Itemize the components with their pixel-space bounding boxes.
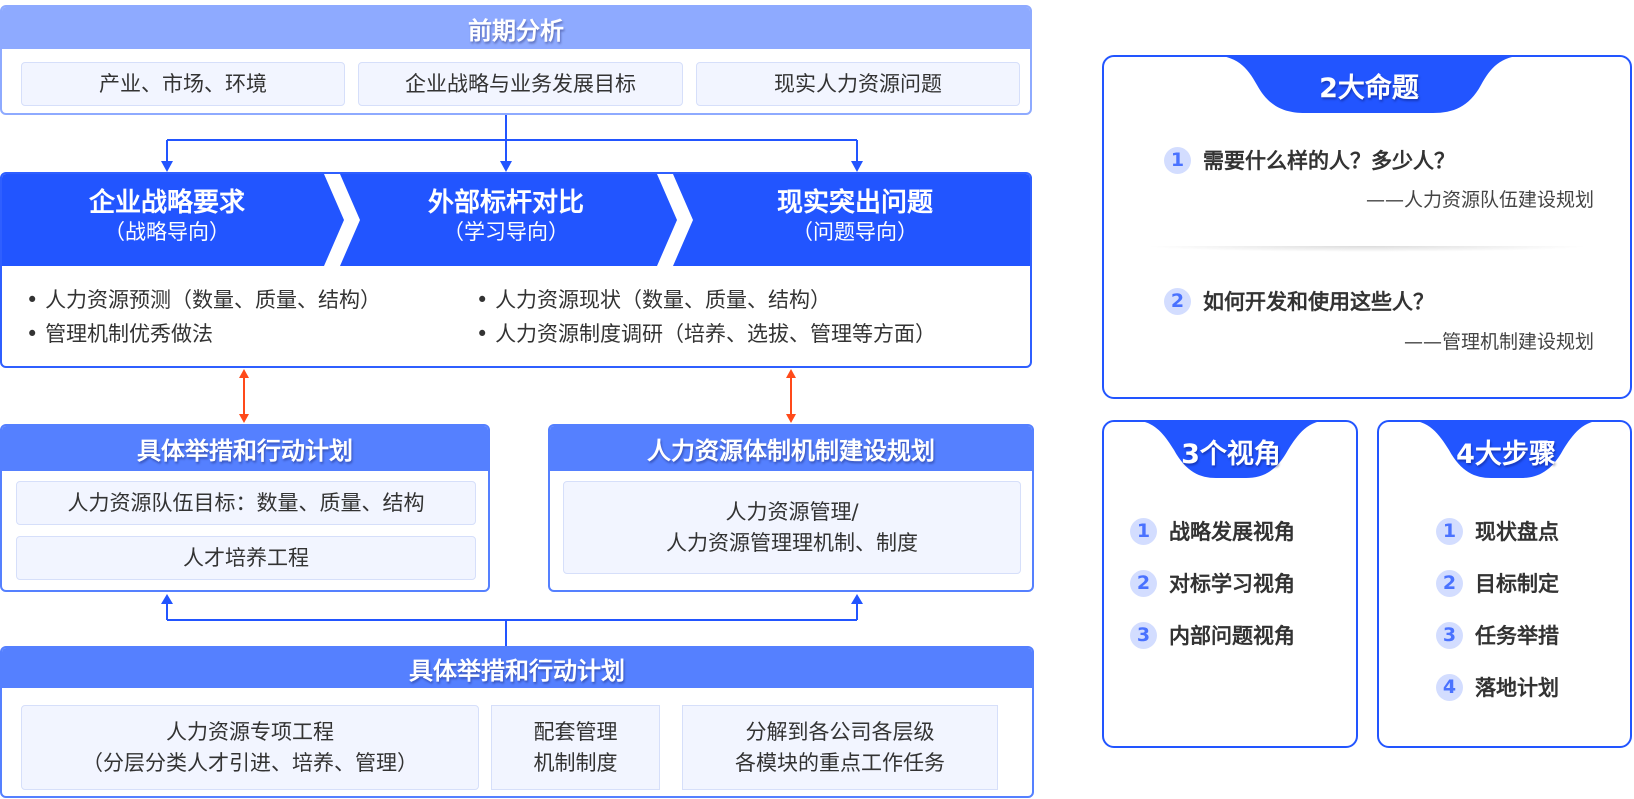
number-badge: 2: [1436, 569, 1463, 597]
bullet-item: • 人力资源预测（数量、质量、结构）: [26, 288, 382, 312]
proposition-text: 需要什么样的人？多少人？: [1203, 149, 1455, 173]
bullet-item: • 人力资源制度调研（培养、选拔、管理等方面）: [476, 322, 937, 346]
bottom-action-box: 具体举措和行动计划 人力资源专项工程（分层分类人才引进、培养、管理） 配套管理机…: [0, 646, 1034, 798]
orientation-subtitle: （问题导向）: [792, 220, 918, 244]
chevron-separators: [324, 174, 693, 266]
proposition-note: ——管理机制建设规划: [1403, 331, 1594, 353]
analysis-header: 前期分析: [2, 7, 1030, 49]
action-plan-title: 具体举措和行动计划: [137, 437, 353, 465]
number-badge: 3: [1436, 621, 1463, 649]
analysis-item: 现实人力资源问题: [696, 62, 1020, 106]
action-plan-header: 具体举措和行动计划: [2, 426, 488, 471]
bottom-action-header: 具体举措和行动计划: [2, 648, 1032, 688]
mechanism-title: 人力资源体制机制建设规划: [647, 437, 935, 465]
analysis-item: 企业战略与业务发展目标: [358, 62, 683, 106]
number-badge: 2: [1164, 287, 1191, 315]
number-badge: 1: [1130, 517, 1157, 545]
propositions-tab: [1209, 55, 1529, 113]
analysis-item-label: 企业战略与业务发展目标: [405, 71, 636, 96]
number-badge: 1: [1436, 517, 1463, 545]
top-connector-arrows: [161, 115, 863, 172]
orientation-subtitle: （战略导向）: [104, 220, 230, 244]
action-plan-item-label: 人力资源队伍目标：数量、质量、结构: [67, 490, 425, 515]
number-badge: 1: [1164, 146, 1191, 174]
orientation-subtitle: （学习导向）: [443, 220, 569, 244]
red-double-arrows: [239, 369, 796, 423]
number-badge: 2: [1130, 569, 1157, 597]
number-badge: 4: [1436, 673, 1463, 701]
steps-tab: [1407, 420, 1605, 478]
analysis-box: 前期分析 产业、市场、环境 企业战略与业务发展目标 现实人力资源问题: [0, 5, 1032, 115]
proposition-text: 如何开发和使用这些人？: [1203, 290, 1434, 314]
orientation-title: 现实突出问题: [776, 188, 934, 218]
action-plan-item: 人力资源队伍目标：数量、质量、结构: [16, 481, 476, 525]
action-plan-item: 人才培养工程: [16, 536, 476, 580]
orientation-box: 企业战略要求 （战略导向） 外部标杆对比 （学习导向） 现实突出问题 （问题导向…: [0, 172, 1032, 368]
perspectives-title: 3个视角: [1181, 439, 1281, 470]
bullet-item: • 人力资源现状（数量、质量、结构）: [476, 288, 832, 312]
mechanism-box: 人力资源体制机制建设规划 人力资源管理/ 人力资源管理理机制、制度: [548, 424, 1034, 592]
steps-title: 4大步骤: [1456, 439, 1556, 470]
proposition-item: 1 需要什么样的人？多少人？: [1164, 145, 1455, 175]
propositions-title: 2大命题: [1319, 73, 1419, 104]
analysis-title: 前期分析: [468, 16, 564, 45]
mechanism-line: 人力资源管理/: [725, 500, 859, 525]
orientation-title: 企业战略要求: [88, 188, 246, 218]
bottom-connector-arrows: [161, 594, 863, 648]
proposition-item: 2 如何开发和使用这些人？: [1164, 286, 1434, 316]
proposition-note: ——人力资源队伍建设规划: [1365, 189, 1594, 211]
bottom-item: 人力资源专项工程（分层分类人才引进、培养、管理）: [21, 705, 479, 790]
bullet-item: • 管理机制优秀做法: [26, 322, 214, 346]
analysis-item: 产业、市场、环境: [21, 62, 345, 106]
bottom-item: 配套管理机制制度: [491, 705, 660, 790]
mechanism-header: 人力资源体制机制建设规划: [550, 426, 1032, 471]
mechanism-line: 人力资源管理理机制、制度: [666, 530, 918, 555]
bottom-item: 分解到各公司各层级各模块的重点工作任务: [682, 705, 998, 790]
orientation-title: 外部标杆对比: [427, 188, 585, 218]
analysis-item-label: 产业、市场、环境: [99, 71, 267, 96]
orientation-banner: [2, 174, 1030, 266]
divider: [1144, 246, 1590, 252]
propositions-panel: 2大命题 1 需要什么样的人？多少人？ ——人力资源队伍建设规划 2 如何开发和使用…: [1102, 55, 1632, 399]
action-plan-box: 具体举措和行动计划 人力资源队伍目标：数量、质量、结构 人才培养工程: [0, 424, 490, 592]
action-plan-item-label: 人才培养工程: [183, 545, 309, 570]
number-badge: 3: [1130, 621, 1157, 649]
analysis-item-label: 现实人力资源问题: [774, 71, 942, 96]
perspectives-tab: [1132, 420, 1330, 478]
mechanism-item: 人力资源管理/ 人力资源管理理机制、制度: [563, 481, 1021, 574]
bottom-action-title: 具体举措和行动计划: [409, 656, 625, 685]
